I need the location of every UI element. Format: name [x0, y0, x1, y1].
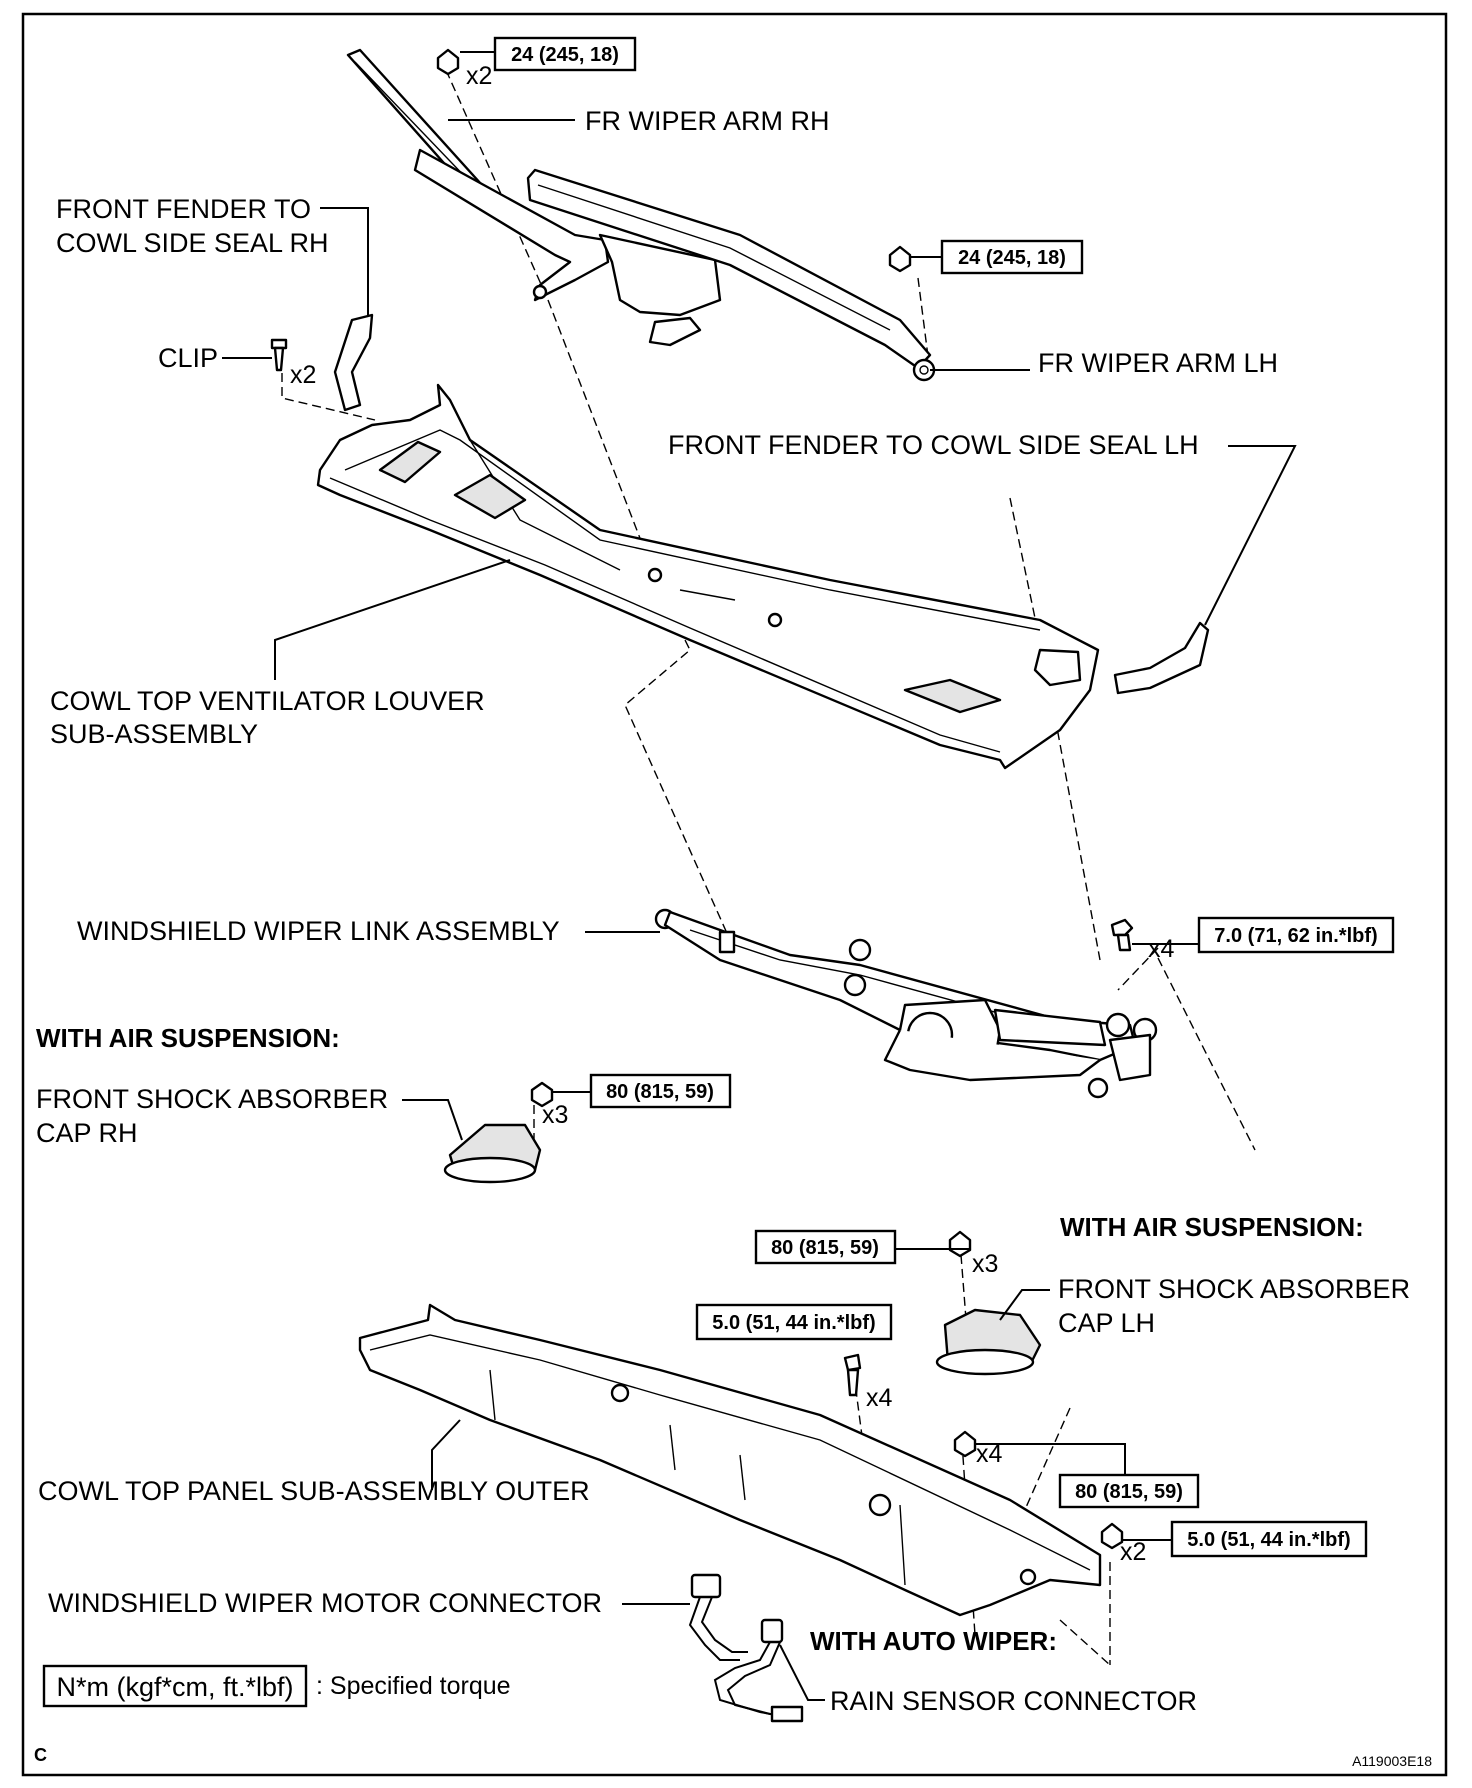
label-louver-2: SUB-ASSEMBLY — [50, 719, 258, 749]
leader-lines — [222, 51, 1297, 1701]
wiper-motor-connector-part — [688, 1573, 748, 1661]
fr-wiper-arm-lh — [526, 168, 936, 382]
label-clip: CLIP — [158, 343, 218, 373]
bolt-link-shank — [1116, 933, 1132, 952]
torque-link: 7.0 (71, 62 in.*lbf) — [1214, 925, 1377, 947]
torque-panel-nut-small: 5.0 (51, 44 in.*lbf) — [1187, 1529, 1350, 1551]
label-seal-rh-1: FRONT FENDER TO — [56, 194, 311, 224]
torque-arm-rh: 24 (245, 18) — [511, 44, 619, 66]
label-wiper-motor-connector: WINDSHIELD WIPER MOTOR CONNECTOR — [48, 1588, 602, 1618]
bolt-link — [1110, 918, 1134, 937]
torque-box-panel-nut — [1058, 1473, 1200, 1509]
torque-box-link — [1197, 916, 1395, 954]
label-seal-rh-2: COWL SIDE SEAL RH — [56, 228, 329, 258]
torque-box-arm-rh — [493, 36, 637, 72]
labels: FR WIPER ARM RH FRONT FENDER TO COWL SID… — [36, 106, 1410, 1716]
qty-panel-nut-small: x2 — [1120, 1538, 1146, 1566]
label-shock-lh-1: FRONT SHOCK ABSORBER — [1058, 1274, 1410, 1304]
legend-box — [42, 1664, 308, 1708]
footer-right: A119003E18 — [1352, 1753, 1432, 1769]
legend-text: : Specified torque — [316, 1672, 511, 1700]
torque-boxes: 24 (245, 18) 24 (245, 18) 7.0 (71, 62 in… — [493, 36, 1395, 1558]
front-fender-seal-rh — [333, 313, 374, 412]
nut-arm-lh — [888, 245, 912, 273]
torque-panel-nut: 80 (815, 59) — [1075, 1481, 1183, 1503]
qty-arm-rh: x2 — [466, 62, 492, 90]
label-shock-lh-2: CAP LH — [1058, 1308, 1155, 1338]
torque-box-panel-nut-small — [1170, 1520, 1368, 1558]
front-fender-seal-lh — [1113, 621, 1210, 695]
qty-clip: x2 — [290, 361, 316, 389]
quantity-labels: x2 x4 x3 x3 x4 x4 x2 — [466, 62, 1175, 1566]
label-seal-lh: FRONT FENDER TO COWL SIDE SEAL LH — [668, 430, 1199, 460]
torque-panel-bolt: 5.0 (51, 44 in.*lbf) — [712, 1312, 875, 1334]
label-with-air-suspension-rh: WITH AIR SUSPENSION: — [36, 1023, 340, 1053]
label-shock-rh-2: CAP RH — [36, 1118, 138, 1148]
label-with-auto-wiper: WITH AUTO WIPER: — [810, 1626, 1057, 1656]
nut-arm-rh — [436, 48, 460, 76]
torque-legend: N*m (kgf*cm, ft.*lbf) : Specified torque — [42, 1664, 511, 1708]
windshield-wiper-link-assembly — [654, 908, 1158, 1099]
clip-part — [270, 338, 288, 372]
bolt-panel — [843, 1353, 862, 1372]
label-louver-1: COWL TOP VENTILATOR LOUVER — [50, 686, 485, 716]
label-cowl-panel: COWL TOP PANEL SUB-ASSEMBLY OUTER — [38, 1476, 590, 1506]
qty-panel-bolt: x4 — [866, 1384, 893, 1412]
torque-arm-lh: 24 (245, 18) — [958, 247, 1066, 269]
rain-sensor-connector-part — [713, 1618, 804, 1723]
nut-panel — [953, 1430, 977, 1458]
legend-unit: N*m (kgf*cm, ft.*lbf) — [56, 1672, 293, 1702]
label-shock-rh-1: FRONT SHOCK ABSORBER — [36, 1084, 388, 1114]
label-wiper-link: WINDSHIELD WIPER LINK ASSEMBLY — [77, 916, 560, 946]
label-with-air-suspension-lh: WITH AIR SUSPENSION: — [1060, 1212, 1364, 1242]
front-shock-absorber-cap-rh — [443, 1123, 542, 1184]
cowl-top-panel-outer — [358, 1303, 1102, 1617]
torque-box-shock-rh — [589, 1073, 732, 1109]
label-fr-wiper-arm-lh: FR WIPER ARM LH — [1038, 348, 1278, 378]
cowl-top-ventilator-louver — [316, 383, 1100, 770]
qty-shock-rh: x3 — [542, 1101, 568, 1129]
torque-shock-lh: 80 (815, 59) — [771, 1237, 879, 1259]
footer-left: C — [34, 1745, 47, 1765]
front-shock-absorber-cap-lh — [935, 1308, 1042, 1376]
torque-shock-rh: 80 (815, 59) — [606, 1081, 714, 1103]
fr-wiper-arm-rh — [346, 48, 722, 347]
label-fr-wiper-arm-rh: FR WIPER ARM RH — [585, 106, 830, 136]
label-rain-sensor-connector: RAIN SENSOR CONNECTOR — [830, 1686, 1197, 1716]
diagram-frame — [21, 12, 1448, 1777]
nut-panel-small — [1100, 1522, 1124, 1550]
qty-shock-lh: x3 — [972, 1250, 998, 1278]
nut-shock-lh — [948, 1230, 972, 1258]
torque-box-shock-lh — [754, 1229, 897, 1265]
torque-box-panel-bolt — [695, 1303, 893, 1341]
torque-box-arm-lh — [940, 239, 1084, 275]
qty-panel-nut: x4 — [976, 1440, 1003, 1468]
bolt-panel-shank — [846, 1368, 860, 1397]
qty-link: x4 — [1148, 935, 1175, 963]
nut-shock-rh — [530, 1081, 554, 1108]
